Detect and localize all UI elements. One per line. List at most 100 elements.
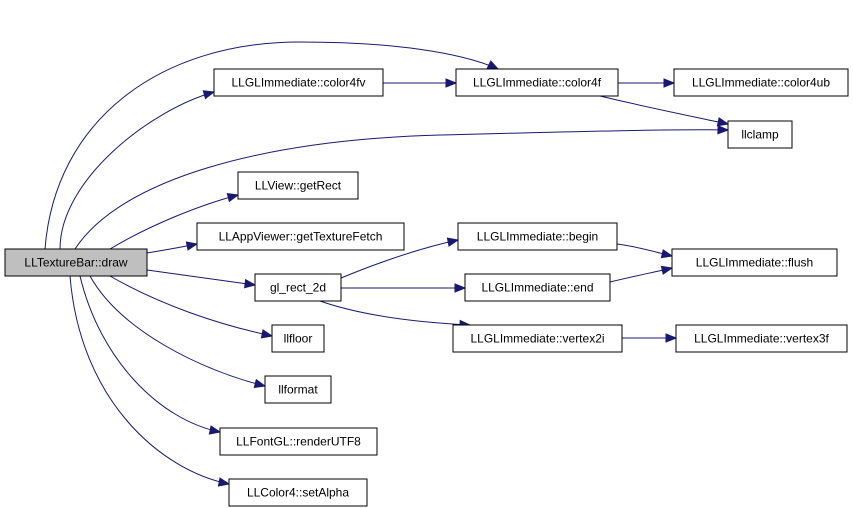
edge-vertex2i-to-vertex3f — [621, 333, 678, 343]
edge-line — [79, 275, 221, 433]
node-color4f[interactable]: LLGLImmediate::color4f — [455, 68, 619, 97]
edge-arrowhead — [260, 329, 274, 339]
edge-arrowhead — [665, 333, 678, 343]
node-box[interactable] — [671, 248, 838, 277]
node-box[interactable] — [4, 248, 148, 277]
edge-arrowhead — [217, 477, 231, 487]
node-box[interactable] — [196, 222, 405, 251]
edge-end-to-flush — [609, 265, 674, 283]
edge-color4f-to-llclamp — [599, 95, 730, 127]
node-label: LLView::getRect — [255, 179, 342, 193]
edge-line — [109, 194, 239, 250]
node-label: llfloor — [284, 332, 313, 346]
node-box[interactable] — [264, 375, 332, 404]
node-label: LLTextureBar::draw — [24, 256, 127, 270]
node-box[interactable] — [673, 68, 849, 97]
edge-arrowhead — [663, 78, 676, 88]
node-label: LLGLImmediate::color4f — [473, 76, 602, 90]
edge-line — [319, 300, 471, 326]
node-label: LLGLImmediate::flush — [696, 256, 813, 270]
edge-line — [146, 269, 256, 286]
edge-draw-to-llformat — [89, 275, 267, 389]
node-box[interactable] — [452, 324, 623, 353]
edge-color4fv-to-color4f — [383, 78, 458, 88]
edge-draw-to-color4f — [44, 41, 500, 250]
node-label: LLGLImmediate::color4fv — [231, 76, 365, 90]
node-color4ub[interactable]: LLGLImmediate::color4ub — [673, 68, 849, 97]
node-label: LLGLImmediate::begin — [477, 230, 598, 244]
edge-arrowhead — [226, 193, 240, 203]
edge-arrowhead — [202, 90, 216, 100]
edge-gl_rect_2d-to-end — [341, 283, 467, 293]
nodes-layer: LLTextureBar::draw LLGLImmediate::color4f… — [4, 68, 849, 507]
node-box[interactable] — [727, 120, 793, 149]
edge-gl_rect_2d-to-begin — [340, 237, 460, 279]
edge-draw-to-llfloor — [109, 275, 274, 339]
edge-arrowhead — [486, 60, 500, 70]
edge-arrowhead — [660, 265, 674, 275]
edge-draw-to-renderUTF8 — [79, 275, 222, 435]
edge-draw-to-color4fv — [59, 90, 216, 250]
edge-draw-to-setAlpha — [69, 275, 231, 487]
node-label: gl_rect_2d — [270, 281, 326, 295]
edge-line — [74, 129, 729, 250]
node-label: LLGLImmediate::end — [481, 281, 593, 295]
node-setAlpha[interactable]: LLColor4::setAlpha — [228, 478, 368, 507]
node-label: LLFontGL::renderUTF8 — [236, 435, 361, 449]
node-draw[interactable]: LLTextureBar::draw — [4, 248, 148, 277]
node-box[interactable] — [457, 222, 618, 251]
edge-arrowhead — [660, 249, 674, 259]
edge-gl_rect_2d-to-vertex2i — [319, 300, 472, 330]
node-label: LLGLImmediate::color4ub — [692, 76, 830, 90]
edge-line — [89, 275, 266, 387]
node-label: LLColor4::setAlpha — [247, 486, 349, 500]
node-box[interactable] — [219, 427, 378, 456]
edge-arrowhead — [244, 278, 257, 289]
node-begin[interactable]: LLGLImmediate::begin — [457, 222, 618, 251]
node-box[interactable] — [675, 324, 848, 353]
node-getRect[interactable]: LLView::getRect — [237, 171, 359, 200]
edge-arrowhead — [717, 125, 730, 135]
node-end[interactable]: LLGLImmediate::end — [464, 273, 611, 302]
edge-draw-to-getRect — [109, 193, 240, 250]
edge-arrowhead — [446, 237, 460, 247]
node-box[interactable] — [237, 171, 359, 200]
edge-arrowhead — [445, 78, 458, 88]
node-label: LLGLImmediate::vertex2i — [470, 332, 604, 346]
edge-line — [69, 275, 230, 485]
node-box[interactable] — [213, 68, 384, 97]
edge-draw-to-gl_rect_2d — [146, 269, 257, 289]
node-color4fv[interactable]: LLGLImmediate::color4fv — [213, 68, 384, 97]
edge-arrowhead — [185, 241, 199, 251]
edge-begin-to-flush — [616, 243, 674, 259]
edge-draw-to-llclamp — [74, 125, 730, 250]
node-vertex3f[interactable]: LLGLImmediate::vertex3f — [675, 324, 848, 353]
node-gl_rect_2d[interactable]: gl_rect_2d — [254, 273, 342, 302]
edge-line — [340, 239, 459, 279]
node-getTextureFetch[interactable]: LLAppViewer::getTextureFetch — [196, 222, 405, 251]
node-box[interactable] — [455, 68, 619, 97]
node-label: LLAppViewer::getTextureFetch — [219, 230, 383, 244]
edge-arrowhead — [454, 283, 467, 293]
edge-arrowhead — [208, 425, 222, 435]
edge-line — [59, 91, 215, 250]
node-flush[interactable]: LLGLImmediate::flush — [671, 248, 838, 277]
node-vertex2i[interactable]: LLGLImmediate::vertex2i — [452, 324, 623, 353]
edge-arrowhead — [716, 117, 730, 127]
node-box[interactable] — [271, 324, 325, 353]
edges-layer — [44, 41, 730, 487]
node-renderUTF8[interactable]: LLFontGL::renderUTF8 — [219, 427, 378, 456]
edge-line — [109, 275, 273, 337]
node-label: LLGLImmediate::vertex3f — [694, 332, 829, 346]
node-box[interactable] — [254, 273, 342, 302]
node-llfloor[interactable]: llfloor — [271, 324, 325, 353]
edge-line — [44, 41, 499, 250]
node-box[interactable] — [464, 273, 611, 302]
edge-line — [599, 95, 729, 125]
node-label: llclamp — [741, 128, 779, 142]
node-llformat[interactable]: llformat — [264, 375, 332, 404]
node-box[interactable] — [228, 478, 368, 507]
node-label: llformat — [278, 383, 318, 397]
node-llclamp[interactable]: llclamp — [727, 120, 793, 149]
edge-arrowhead — [253, 378, 267, 389]
